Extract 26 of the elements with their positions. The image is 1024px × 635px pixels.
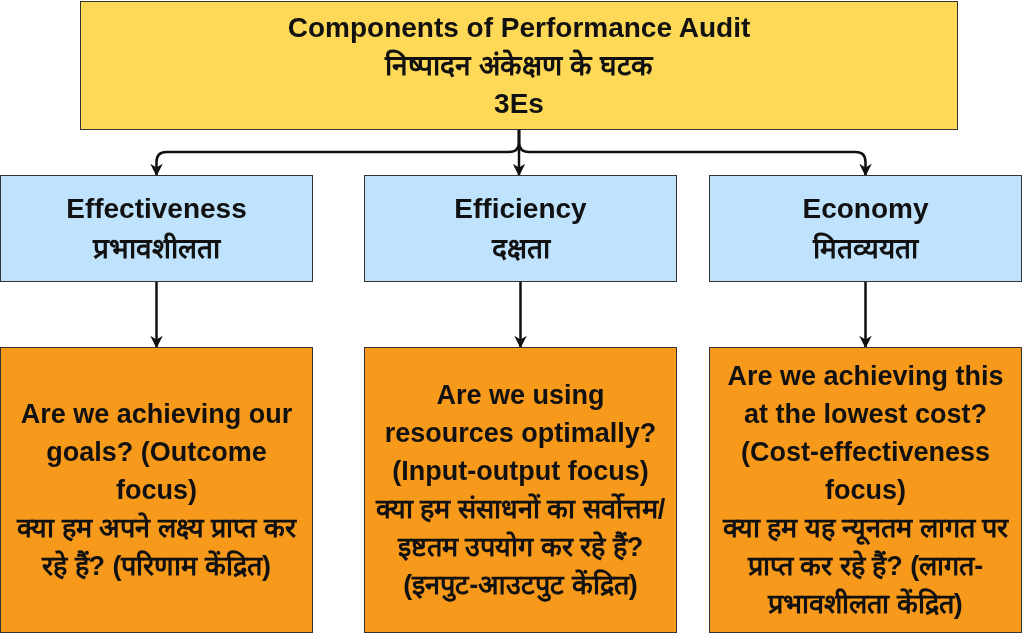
- question-text: Are we using resources optimally? (Input-output focus): [383, 379, 658, 488]
- arrow: [517, 130, 872, 177]
- category-name: Efficiency: [454, 191, 587, 226]
- question-box: [0, 347, 313, 633]
- hindi-category-name: दक्षता: [491, 231, 550, 266]
- category-name: Economy: [802, 191, 929, 226]
- hindi-question-text: क्या हम यह न्यूनतम लागत पर प्राप्त कर रहे हैं? (लागत-प्रभावशीलता केंद्रित): [721, 512, 1010, 621]
- hindi-question-text: क्या हम संसाधनों का सर्वोत्तम/इष्टतम उपयोग कर रहे हैं? (इनपुट-आउटपुट केंद्रित): [374, 492, 667, 604]
- arrow: [514, 282, 527, 349]
- category-name: Effectiveness: [66, 191, 247, 226]
- hindi-question-text: क्या हम अपने लक्ष्य प्राप्त कर रहे हैं? (परिणाम केंद्रित): [15, 511, 298, 583]
- hindi-title-text: निष्पादन अंकेक्षण के घटक: [385, 48, 653, 83]
- category-box: [364, 175, 677, 282]
- question-box: [709, 347, 1022, 633]
- category-box: [0, 175, 313, 282]
- hindi-category-name: प्रभावशीलता: [93, 231, 220, 266]
- category-box: [709, 175, 1022, 282]
- question-text: Are we achieving this at the lowest cost? (Cost-effectiveness focus): [726, 360, 1005, 507]
- arrow: [859, 282, 872, 349]
- question-box: [364, 347, 677, 633]
- question-text: Are we achieving our goals? (Outcome focus): [19, 398, 294, 507]
- title-text: Components of Performance Audit: [287, 10, 751, 45]
- arrow: [150, 282, 163, 349]
- title-box: [80, 1, 958, 130]
- subtitle-text: 3Es: [494, 86, 544, 121]
- hindi-category-name: मितव्ययता: [813, 231, 918, 266]
